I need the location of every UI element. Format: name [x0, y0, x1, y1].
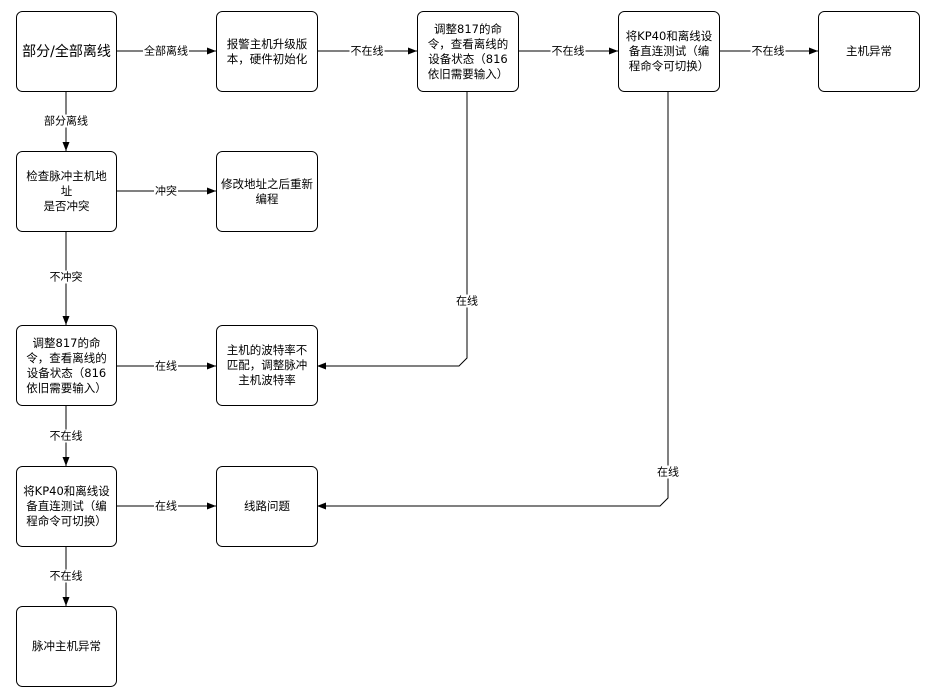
node-box-kp40-top: [618, 11, 720, 92]
node-box-report-upgrade: [216, 11, 318, 92]
edge-label-e11: 在线: [154, 499, 178, 513]
node-label-line-problem: 线路问题: [244, 499, 290, 513]
edge-label-e8: 在线: [154, 359, 178, 373]
edge-label-e7: 不冲突: [48, 270, 84, 284]
node-box-offline: [16, 11, 117, 92]
node-box-pulse-abnormal: [16, 606, 117, 687]
node-box-modify-address: [216, 151, 318, 232]
edge-label-e1: 全部离线: [143, 44, 189, 58]
edge-label-e5: 部分离线: [43, 114, 89, 128]
node-label-report-upgrade: 报警主机升级版 本，硬件初始化: [226, 36, 308, 66]
edge-label-e6: 冲突: [154, 184, 178, 198]
node-box-check-address: [16, 151, 117, 232]
node-label-host-abnormal: 主机异常: [846, 44, 892, 58]
edge-label-e3: 不在线: [550, 44, 586, 58]
node-box-baud-mismatch: [216, 325, 318, 406]
node-box-adjust817-left: [16, 325, 117, 406]
node-label-offline: 部分/全部离线: [22, 43, 111, 60]
edge-arrow-e9: [317, 91, 468, 370]
edge-label-e10: 不在线: [48, 429, 84, 443]
node-label-adjust817-left: 调整817的命 令，查看离线的 设备状态（816 依旧需要输入）: [26, 335, 107, 395]
edge-label-e2: 不在线: [349, 44, 385, 58]
node-label-baud-mismatch: 主机的波特率不 匹配，调整脉冲 主机波特率: [226, 343, 308, 387]
node-box-adjust817-top: [417, 11, 519, 92]
node-box-line-problem: [216, 466, 318, 547]
edge-arrow-e12: [317, 91, 669, 510]
node-box-kp40-left: [16, 466, 117, 547]
edge-label-e13: 不在线: [48, 569, 84, 583]
node-label-kp40-top: 将KP40和离线设 备直连测试（编 程命令可切换）: [625, 29, 713, 73]
node-label-kp40-left: 将KP40和离线设 备直连测试（编 程命令可切换）: [23, 484, 110, 528]
node-label-modify-address: 修改地址之后重新 编程: [221, 176, 313, 206]
edge-label-e12: 在线: [656, 465, 680, 479]
edge-label-e9: 在线: [455, 294, 479, 308]
node-label-pulse-abnormal: 脉冲主机异常: [32, 639, 101, 653]
node-label-adjust817-top: 调整817的命 令，查看离线的 设备状态（816 依旧需要输入）: [427, 21, 509, 81]
node-label-check-address: 检查脉冲主机地址 是否冲突: [26, 169, 107, 213]
node-box-host-abnormal: [818, 11, 920, 92]
edge-label-e4: 不在线: [750, 44, 786, 58]
